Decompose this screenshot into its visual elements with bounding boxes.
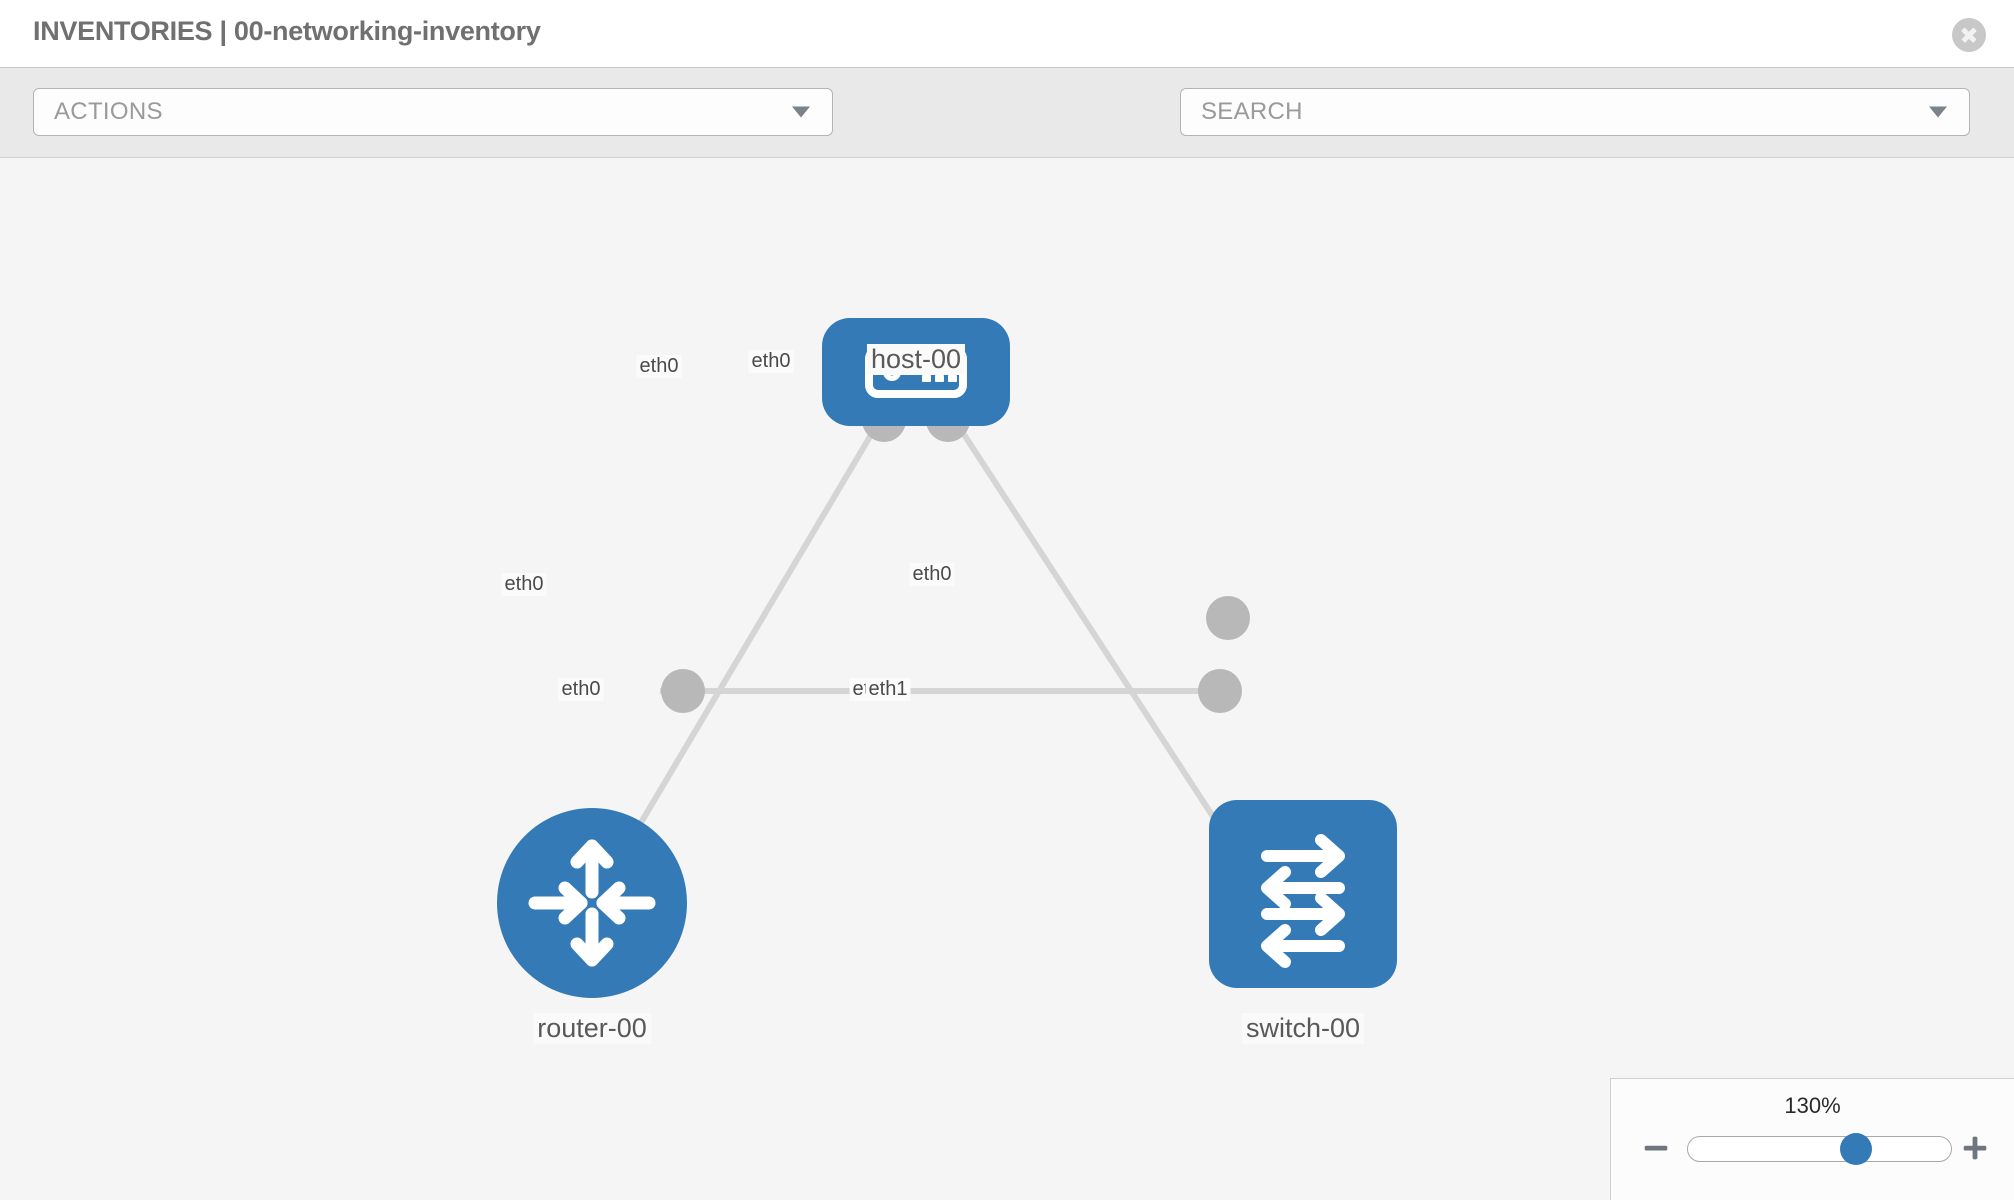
iface-label: eth0 <box>636 355 682 378</box>
node-label-switch-00: switch-00 <box>1241 1013 1365 1044</box>
chevron-down-icon <box>792 106 810 118</box>
actions-dropdown-label: ACTIONS <box>54 98 163 125</box>
node-label-router-00: router-00 <box>533 1013 651 1044</box>
connector-router-east <box>661 669 705 713</box>
zoom-in-button[interactable] <box>1958 1131 1992 1165</box>
actions-dropdown[interactable]: ACTIONS <box>33 88 833 136</box>
zoom-level-value: 130% <box>1784 1093 1841 1118</box>
connector-switch-nw <box>1206 596 1250 640</box>
topology-connectors <box>661 398 1250 713</box>
edge-host-switch <box>947 411 1243 860</box>
search-input[interactable]: SEARCH <box>1180 88 1970 136</box>
topology-canvas[interactable]: host-00 router-00 switch-00 eth0 eth0 et… <box>0 158 2014 1200</box>
chevron-down-icon <box>1929 106 1947 118</box>
router-icon <box>528 839 656 967</box>
iface-label: eth1 <box>865 678 911 701</box>
plus-icon <box>1963 1136 1987 1160</box>
topology-graph <box>617 398 1250 860</box>
zoom-out-button[interactable] <box>1639 1131 1673 1165</box>
page-title: INVENTORIES | 00-networking-inventory <box>33 16 541 46</box>
minus-icon <box>1644 1145 1668 1151</box>
toolbar: ACTIONS SEARCH <box>0 68 2014 201</box>
topology-node-router-00[interactable] <box>497 808 687 998</box>
zoom-control-panel: 130% <box>1610 1078 2014 1200</box>
topology-node-switch-00[interactable] <box>1209 800 1397 988</box>
switch-icon <box>1261 834 1345 968</box>
iface-label: eth0 <box>501 573 547 596</box>
iface-label: eth0 <box>748 350 794 373</box>
topology-edges <box>617 411 1243 860</box>
close-icon[interactable] <box>1952 18 1986 52</box>
search-placeholder: SEARCH <box>1201 98 1303 125</box>
iface-label: eth0 <box>558 678 604 701</box>
zoom-slider[interactable] <box>1687 1133 1952 1165</box>
connector-switch-west <box>1198 669 1242 713</box>
zoom-slider-thumb[interactable] <box>1840 1133 1873 1165</box>
edge-host-router <box>617 411 887 860</box>
page-header: INVENTORIES | 00-networking-inventory <box>0 0 2014 68</box>
node-label-host-00: host-00 <box>866 344 966 375</box>
iface-label: eth0 <box>909 563 955 586</box>
